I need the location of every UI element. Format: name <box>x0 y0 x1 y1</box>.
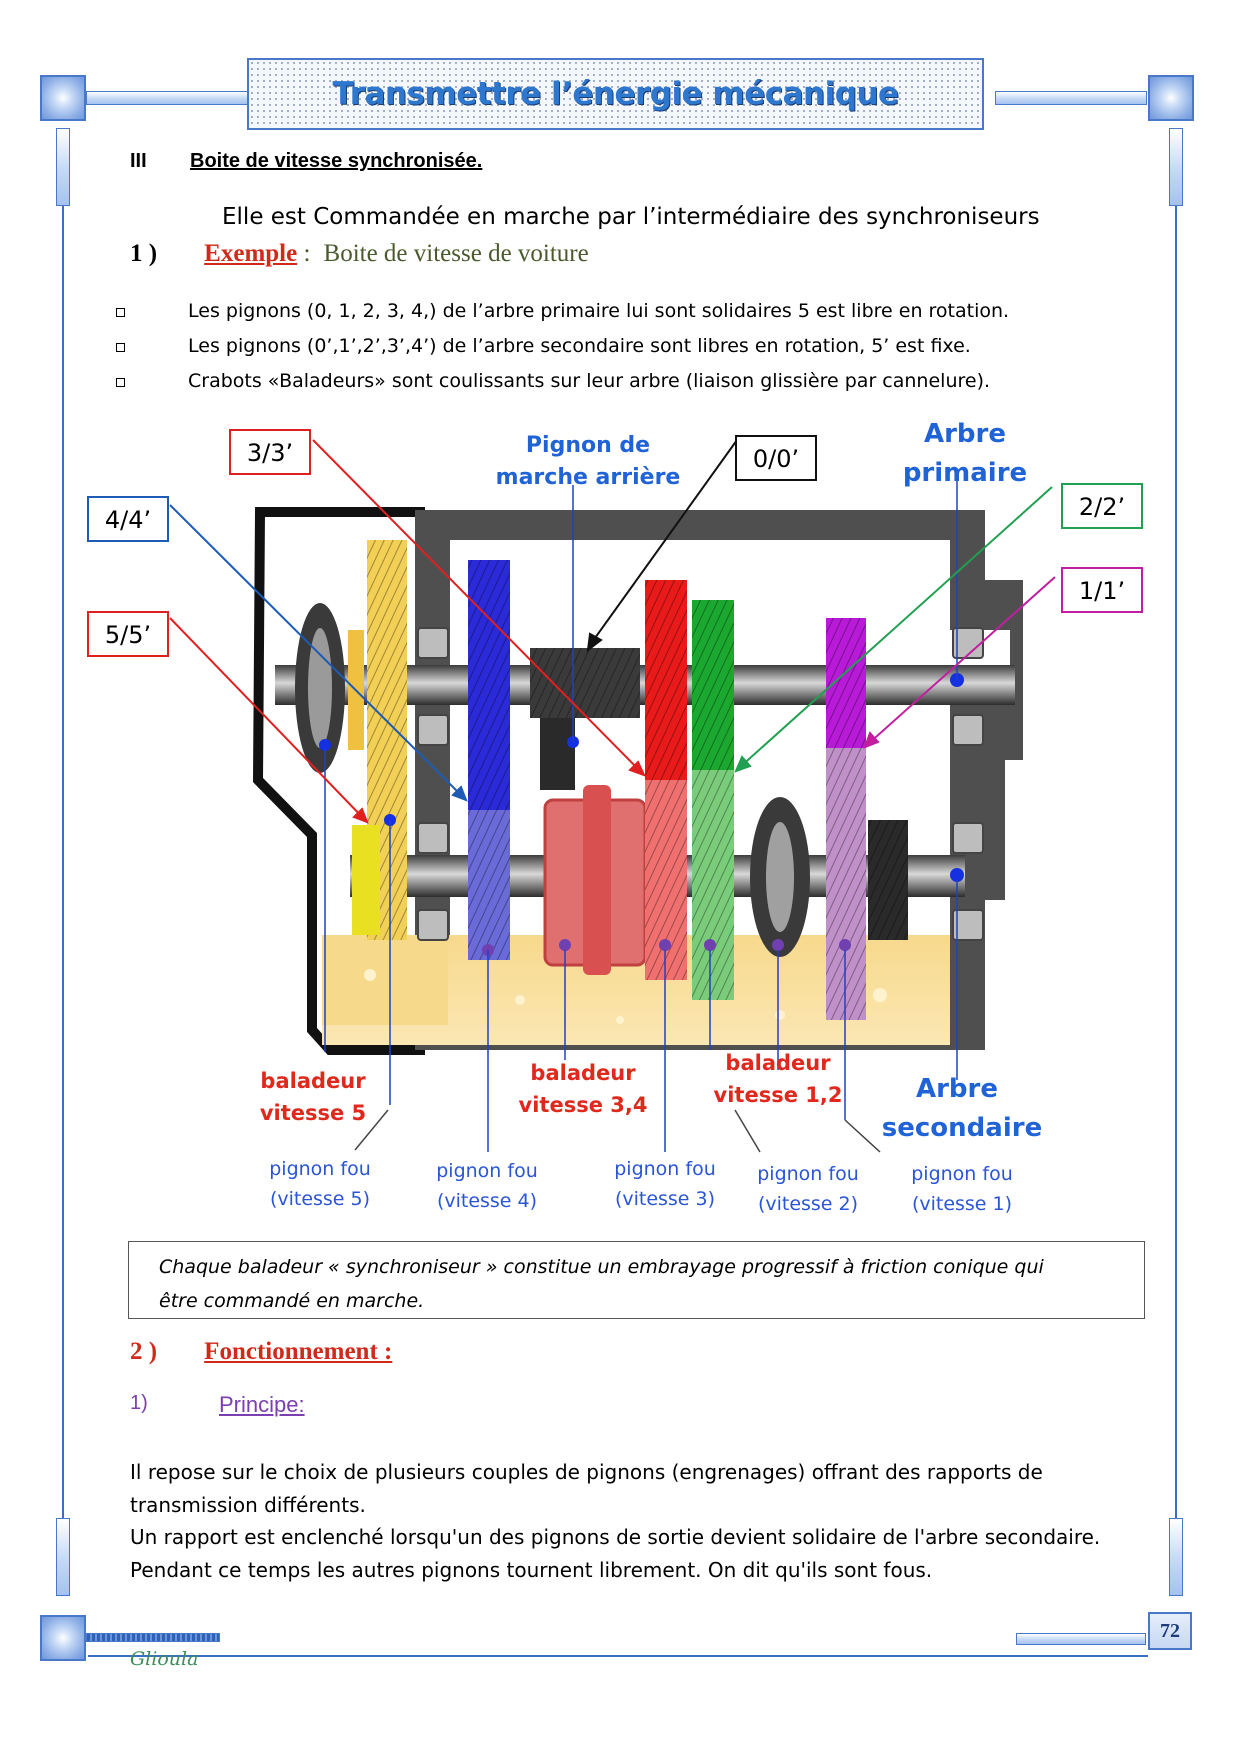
secondary-shaft-label-line2: secondaire <box>882 1113 1042 1143</box>
pignon-fou-2-line2: (vitesse 2) <box>758 1193 858 1215</box>
paragraph-line: transmission différents. <box>130 1489 1130 1522</box>
pignon-fou-5-line2: (vitesse 5) <box>270 1188 370 1210</box>
note-line-2: être commandé en marche. <box>159 1284 1144 1318</box>
primary-shaft-label-line2: primaire <box>903 458 1027 488</box>
pignon-fou-5-line1: pignon fou <box>269 1158 371 1180</box>
primary-shaft-label-line1: Arbre <box>924 419 1006 449</box>
pignon-fou-1-line2: (vitesse 1) <box>912 1193 1012 1215</box>
principe-title: Principe: <box>219 1392 305 1418</box>
pignon-fou-2-line1: pignon fou <box>757 1163 859 1185</box>
pignon-fou-4-line1: pignon fou <box>436 1160 538 1182</box>
principe-number: 1) <box>130 1392 148 1415</box>
pignon-fou-labels: pignon fou (vitesse 5) pignon fou (vites… <box>269 1158 1013 1215</box>
synchro-1-2 <box>750 797 810 957</box>
label-box-5-5: 5/5’ <box>88 612 168 656</box>
red-labels: baladeur vitesse 5 baladeur vitesse 3,4 … <box>260 1051 843 1125</box>
secondary-shaft-label-line1: Arbre <box>916 1074 998 1104</box>
gearbox-diagram: 3/3’ 4/4’ 5/5’ 0/0’ 2/2’ 1/1’ Pignon de … <box>0 0 1240 1240</box>
section2-number: 2 ) <box>130 1338 157 1365</box>
paragraph-line: Pendant ce temps les autres pignons tour… <box>130 1554 1130 1587</box>
note-line-1: Chaque baladeur « synchroniseur » consti… <box>159 1250 1144 1284</box>
gear-4 <box>468 560 510 960</box>
section2-title: Fonctionnement : <box>204 1338 392 1365</box>
label-box-2-2: 2/2’ <box>1062 484 1142 528</box>
paragraph-line: Un rapport est enclenché lorsqu'un des p… <box>130 1521 1130 1554</box>
label-4-4: 4/4’ <box>105 506 151 534</box>
baladeur-34-line1: baladeur <box>530 1061 636 1085</box>
label-box-4-4: 4/4’ <box>88 497 168 541</box>
label-1-1: 1/1’ <box>1079 577 1125 605</box>
paragraph-2: Un rapport est enclenché lorsqu'un des p… <box>130 1521 1130 1587</box>
gear-1 <box>826 618 866 1020</box>
pignon-fou-1-line1: pignon fou <box>911 1163 1013 1185</box>
pignon-fou-3-line2: (vitesse 3) <box>615 1188 715 1210</box>
reverse-idler-gear <box>868 820 908 940</box>
label-box-3-3: 3/3’ <box>230 430 310 474</box>
paragraph-1: Il repose sur le choix de plusieurs coup… <box>130 1456 1130 1522</box>
reverse-gear-label-line2: marche arrière <box>496 465 681 490</box>
author-signature: Glioula <box>130 1648 198 1670</box>
baladeur-5-line2: vitesse 5 <box>260 1101 366 1125</box>
label-box-1-1: 1/1’ <box>1062 568 1142 612</box>
section2-heading: 2 ) Fonctionnement : <box>130 1338 392 1366</box>
page-number: 72 <box>1148 1612 1192 1650</box>
paragraph-line: Il repose sur le choix de plusieurs coup… <box>130 1456 1130 1489</box>
baladeur-34-line2: vitesse 3,4 <box>519 1093 648 1117</box>
label-0-0: 0/0’ <box>753 445 799 473</box>
reverse-gear-label-line1: Pignon de <box>526 433 650 458</box>
pignon-fou-4-line2: (vitesse 4) <box>437 1190 537 1212</box>
baladeur-12-line2: vitesse 1,2 <box>714 1083 843 1107</box>
label-2-2: 2/2’ <box>1079 493 1125 521</box>
label-5-5: 5/5’ <box>105 621 151 649</box>
label-box-0-0: 0/0’ <box>736 436 816 480</box>
baladeur-5-line1: baladeur <box>260 1069 366 1093</box>
gear-3 <box>645 580 687 980</box>
baladeur-12-line1: baladeur <box>725 1051 831 1075</box>
corner-ornament-bottom-left <box>40 1615 86 1661</box>
pignon-fou-3-line1: pignon fou <box>614 1158 716 1180</box>
label-3-3: 3/3’ <box>247 439 293 467</box>
note-box: Chaque baladeur « synchroniseur » consti… <box>128 1241 1145 1319</box>
